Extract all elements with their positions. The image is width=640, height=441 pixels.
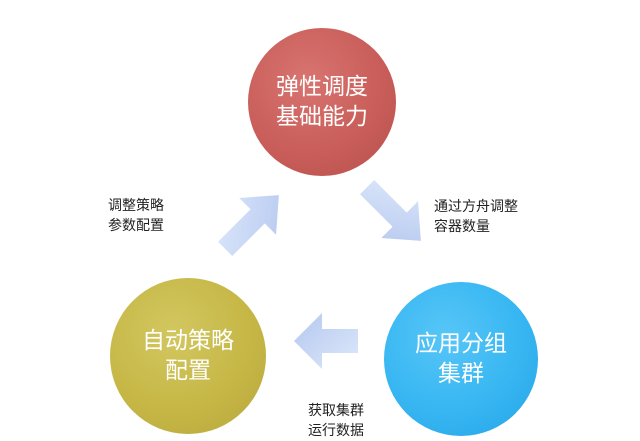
edge-label-line1: 获取集群 — [308, 403, 364, 419]
edge-label-line1: 调整策略 — [108, 198, 164, 214]
edge-label-top-to-right: 通过方舟调整 容器数量 — [434, 197, 518, 237]
edge-label-line2: 容器数量 — [434, 219, 490, 235]
arrow-left-to-top — [218, 195, 279, 256]
node-label-line1: 弹性调度 — [276, 74, 368, 100]
node-label-line2: 基础能力 — [276, 104, 368, 130]
edge-label-right-to-left: 获取集群 运行数据 — [308, 401, 364, 441]
edge-label-left-to-top: 调整策略 参数配置 — [108, 196, 164, 236]
node-elastic-scheduling: 弹性调度 基础能力 — [248, 28, 396, 176]
node-label-line2: 集群 — [438, 361, 484, 387]
node-label-line1: 应用分组 — [415, 331, 507, 357]
edge-label-line2: 参数配置 — [108, 218, 164, 234]
arrow-top-to-right — [360, 180, 421, 241]
node-label-line1: 自动策略 — [142, 328, 234, 354]
node-app-group-cluster: 应用分组 集群 — [384, 282, 538, 436]
edge-label-line2: 运行数据 — [308, 423, 364, 439]
arrow-right-to-left — [294, 313, 358, 369]
node-label-line2: 配置 — [165, 358, 211, 384]
edge-label-line1: 通过方舟调整 — [434, 199, 518, 215]
node-auto-strategy: 自动策略 配置 — [110, 278, 266, 434]
